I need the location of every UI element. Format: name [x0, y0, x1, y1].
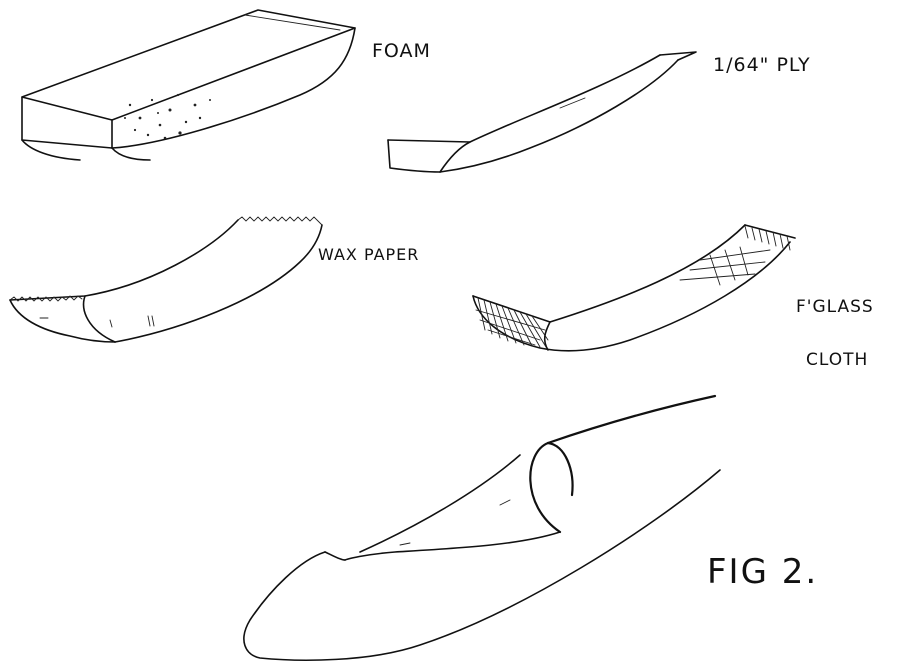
wax-paper-label: WAX PAPER	[318, 247, 419, 263]
wax-paper-sheet	[10, 217, 322, 342]
fglass-weave-left	[476, 298, 548, 347]
fglass-cloth-label: F'GLASS CLOTH	[796, 263, 874, 388]
shaped-form	[244, 396, 720, 660]
figure-caption: FIG 2.	[707, 555, 818, 589]
fglass-label-line2: CLOTH	[796, 352, 874, 370]
foam-block	[22, 10, 355, 160]
ply-strip	[388, 52, 696, 172]
ply-label: 1/64" PLY	[713, 56, 811, 75]
fglass-cloth	[473, 225, 795, 351]
fglass-label-line1: F'GLASS	[796, 299, 874, 317]
foam-texture	[124, 94, 211, 139]
foam-label: FOAM	[372, 42, 431, 61]
